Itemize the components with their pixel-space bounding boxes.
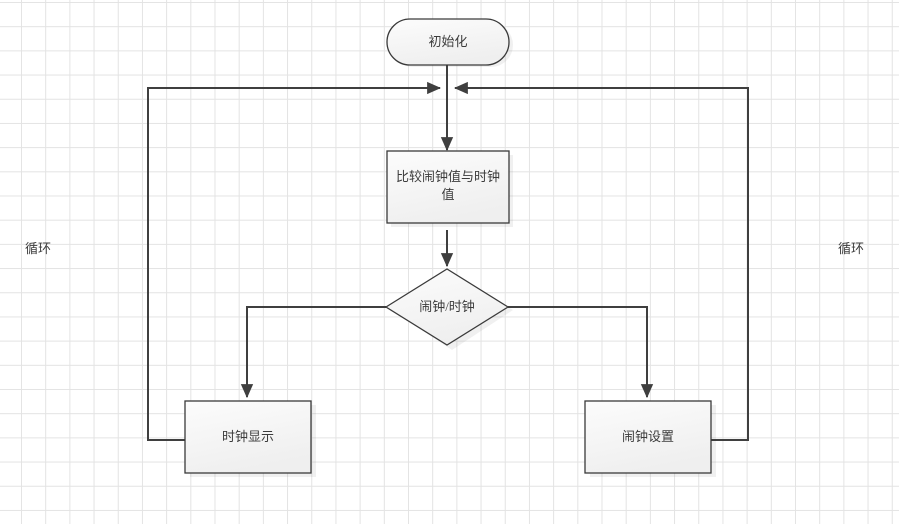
connector-decision-to-alarm [508, 306, 654, 399]
loop-label-left: 循环 [25, 241, 52, 256]
loop-label-right: 循环 [838, 241, 865, 256]
node-alarm[interactable] [584, 400, 712, 474]
node-compare[interactable] [386, 150, 510, 224]
node-start[interactable] [386, 18, 510, 66]
node-decision[interactable] [384, 268, 510, 346]
node-clock[interactable] [184, 400, 312, 474]
connector-group [147, 64, 749, 441]
connector-loop-right [453, 81, 749, 441]
connector-loop-left [147, 81, 442, 441]
connector-decision-to-clock [240, 306, 386, 399]
